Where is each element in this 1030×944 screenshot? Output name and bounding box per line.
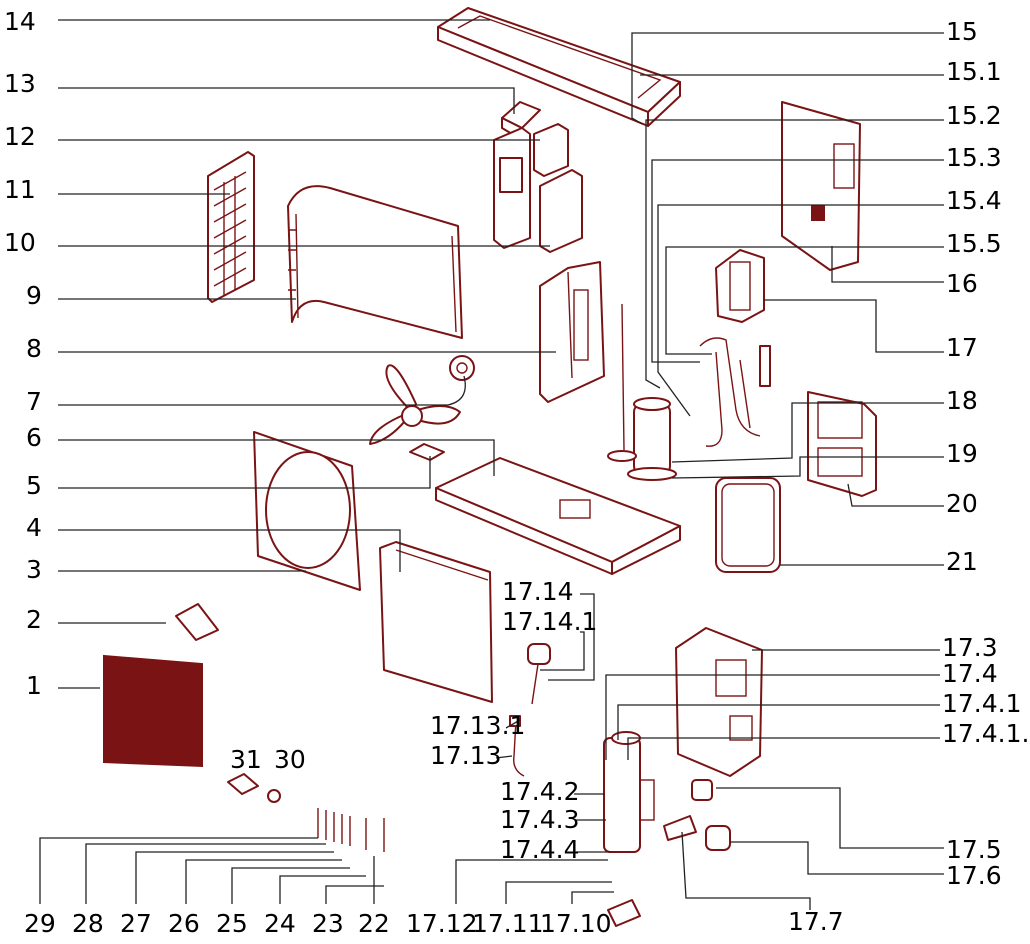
callout-17-4-4: 17.4.4 [500, 835, 580, 864]
callout-6: 6 [26, 423, 42, 452]
part-side-panel [379, 541, 493, 703]
part-front-panel [253, 431, 361, 591]
callout-9: 9 [26, 281, 42, 310]
part-control-board-panel [675, 627, 763, 777]
callout-17-14-1: 17.14.1 [502, 607, 597, 636]
parts-layer [103, 7, 877, 927]
part-gasket [715, 477, 781, 573]
callout-17-14: 17.14 [502, 577, 574, 606]
callout-17-5: 17.5 [946, 835, 1002, 864]
callout-17-3: 17.3 [942, 633, 998, 662]
callout-15-5: 15.5 [946, 229, 1002, 258]
part-base-plate [435, 457, 681, 575]
part-compressor [627, 397, 677, 481]
callout-10: 10 [4, 228, 36, 257]
callout-14: 14 [4, 7, 36, 36]
callout-25: 25 [216, 909, 248, 938]
part-capacitor [527, 643, 551, 705]
part-bottom-board [607, 899, 641, 927]
callout-17-7: 17.7 [788, 907, 844, 936]
callout-7: 7 [26, 387, 42, 416]
part-accumulator [607, 303, 637, 462]
callout-29: 29 [24, 909, 56, 938]
part-reactor [705, 825, 731, 851]
part-guard-grille [103, 654, 203, 768]
callout-17-4-1-1: 17.4.1.1 [942, 719, 1030, 748]
callout-28: 28 [72, 909, 104, 938]
callout-2: 2 [26, 605, 42, 634]
callout-17-4: 17.4 [942, 659, 998, 688]
callout-15: 15 [946, 17, 978, 46]
part-grommet [267, 789, 281, 803]
callout-17-4-2: 17.4.2 [500, 777, 580, 806]
callout-12: 12 [4, 122, 36, 151]
callout-15-4: 15.4 [946, 186, 1002, 215]
callout-19: 19 [946, 439, 978, 468]
callout-1: 1 [26, 671, 42, 700]
part-fan-motor [449, 355, 475, 381]
callout-17-10: 17.10 [540, 909, 612, 938]
callout-5: 5 [26, 471, 42, 500]
part-piping-set [699, 337, 771, 447]
part-clamp [227, 773, 259, 795]
callout-21: 21 [946, 547, 978, 576]
callout-3: 3 [26, 555, 42, 584]
callout-30: 30 [274, 745, 306, 774]
part-partition [539, 261, 605, 403]
callout-15-2: 15.2 [946, 101, 1002, 130]
callout-17-13: 17.13 [430, 741, 502, 770]
part-front-bracket [409, 443, 445, 461]
part-electric-components [603, 731, 655, 853]
callout-17-13-1: 17.13.1 [430, 711, 525, 740]
callout-17-6: 17.6 [946, 861, 1002, 890]
part-rear-grille [207, 151, 255, 303]
callout-27: 27 [120, 909, 152, 938]
part-small-clip [175, 603, 219, 641]
part-sensor [509, 715, 525, 777]
callout-31: 31 [230, 745, 262, 774]
part-terminal-block [691, 779, 713, 801]
callout-26: 26 [168, 909, 200, 938]
part-screws [317, 808, 385, 852]
part-condenser-coil [287, 185, 463, 339]
part-top-cover [437, 7, 681, 127]
part-valve-assembly [715, 249, 765, 323]
callout-18: 18 [946, 386, 978, 415]
part-bracket-clip [663, 815, 697, 841]
callout-17: 17 [946, 333, 978, 362]
callout-23: 23 [312, 909, 344, 938]
callout-labels: 14 13 12 11 10 9 8 7 6 5 4 3 2 1 15 15.1… [4, 7, 1030, 938]
callout-15-3: 15.3 [946, 143, 1002, 172]
callout-22: 22 [358, 909, 390, 938]
callout-17-4-3: 17.4.3 [500, 805, 580, 834]
callout-17-11: 17.11 [472, 909, 544, 938]
callout-17-12: 17.12 [406, 909, 478, 938]
callout-17-4-1: 17.4.1 [942, 689, 1022, 718]
callout-16: 16 [946, 269, 978, 298]
callout-4: 4 [26, 513, 42, 542]
part-fan-blade [369, 364, 461, 445]
callout-13: 13 [4, 69, 36, 98]
callout-20: 20 [946, 489, 978, 518]
callout-24: 24 [264, 909, 296, 938]
callout-15-1: 15.1 [946, 57, 1002, 86]
part-electric-box [807, 391, 877, 497]
callout-11: 11 [4, 175, 36, 204]
part-side-access-panel [781, 101, 861, 271]
callout-8: 8 [26, 334, 42, 363]
part-control-support [493, 123, 583, 253]
leader-lines [39, 19, 944, 910]
